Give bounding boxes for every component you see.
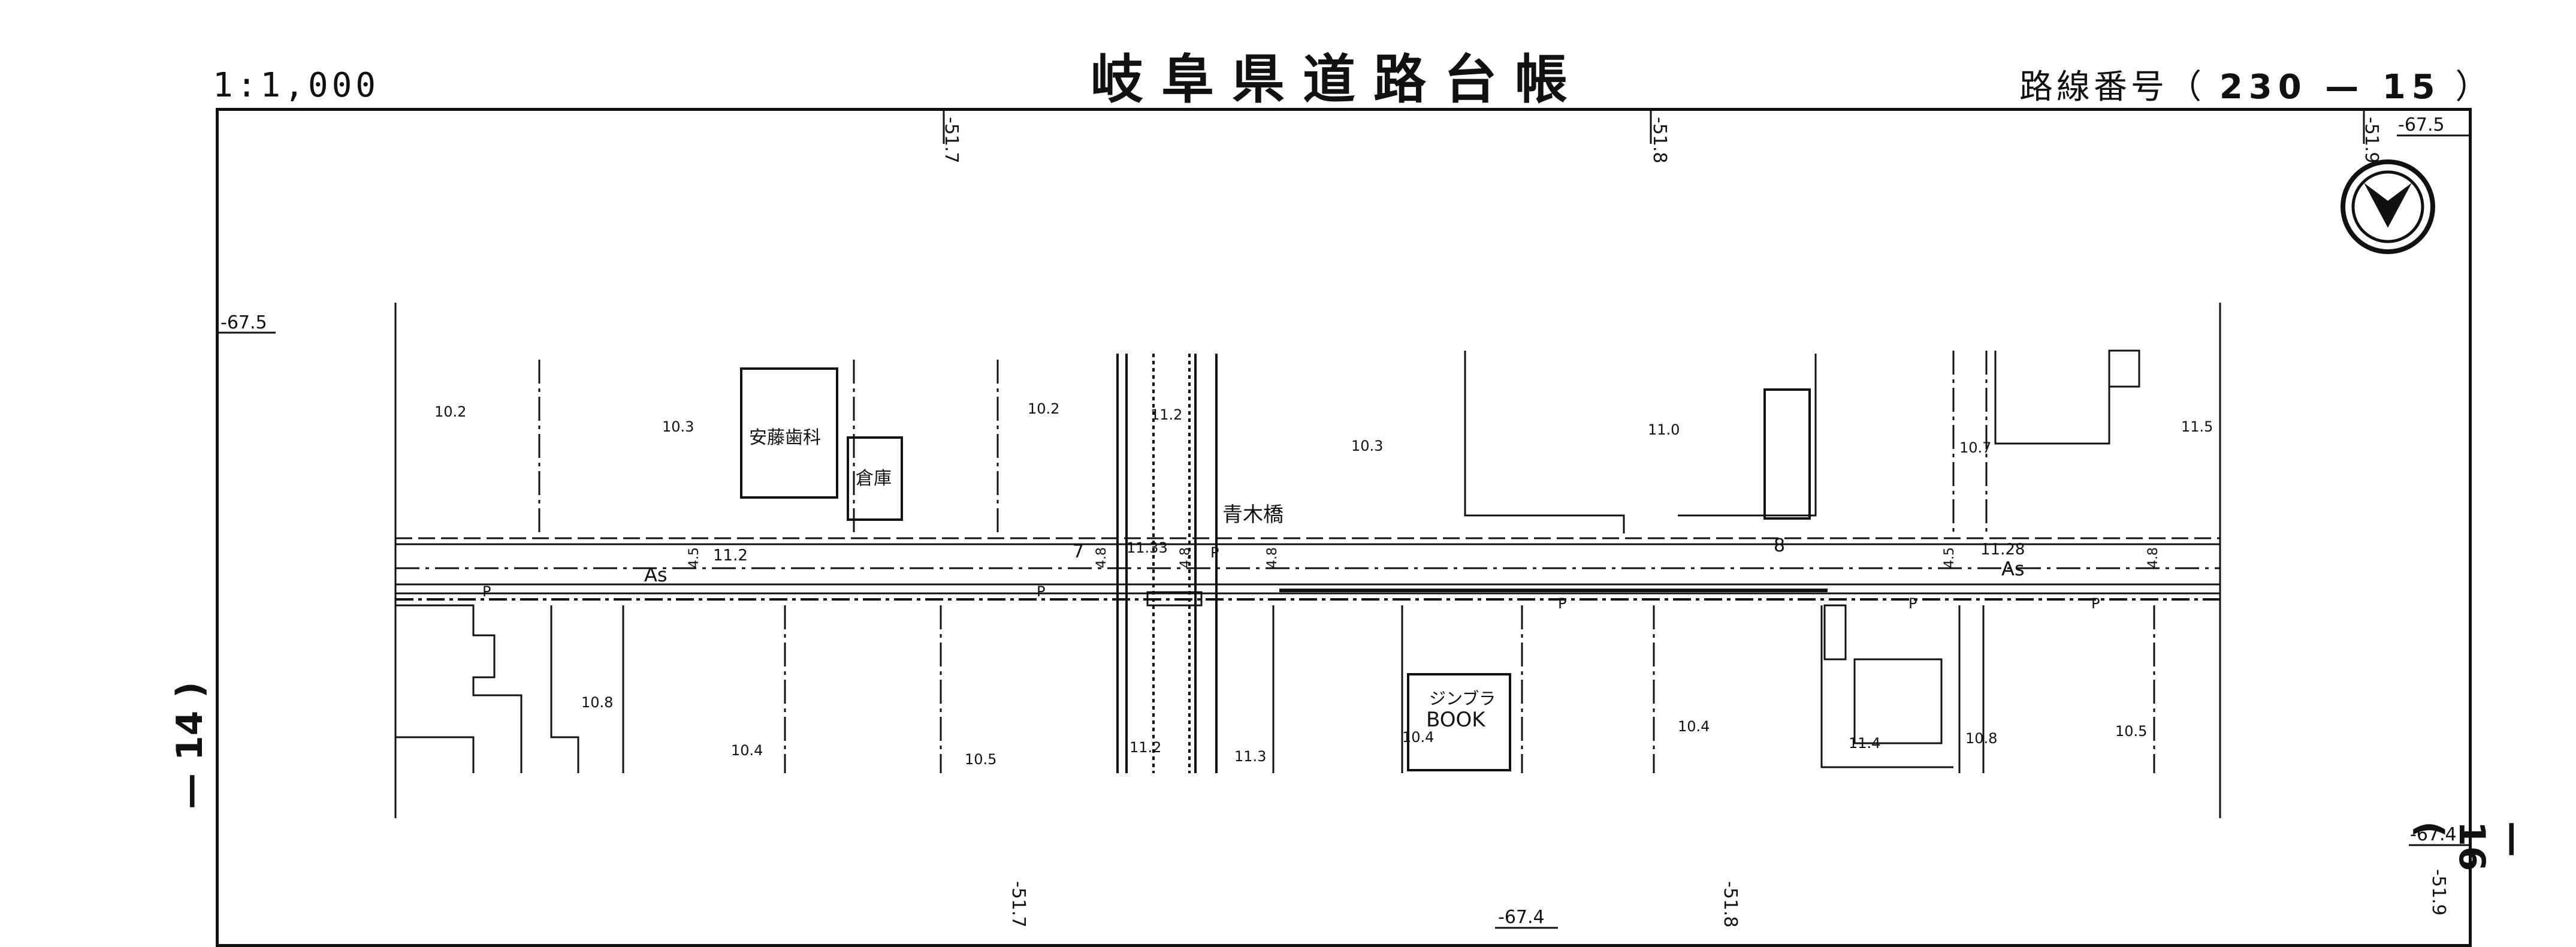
building-warehouse [847, 436, 903, 521]
grid-tick-right-bottom: -67.4 [2410, 824, 2457, 845]
grid-tick-bottom-center: -67.4 [1498, 907, 1545, 928]
parcels-north [538, 351, 1988, 533]
map-area [394, 303, 2221, 818]
route-prefix: 路線番号（ [2019, 68, 2205, 107]
label-book-2: BOOK [1426, 708, 1486, 732]
grid-tick-bottom-2: -51.8 [1720, 881, 1741, 928]
width-5: 4.5 [1942, 547, 1957, 568]
grid-tick-top-2: -51.8 [1649, 117, 1670, 164]
elev-2: 10.3 [662, 418, 694, 435]
width-6: 4.8 [2146, 547, 2161, 568]
elev-14: 10.4 [1402, 729, 1434, 746]
parcels-south [784, 605, 2155, 773]
elev-16: 11.4 [1849, 735, 1880, 752]
marker-p-3: P [1558, 595, 1566, 612]
label-warehouse: 倉庫 [856, 468, 892, 489]
marker-p-6: P [1210, 544, 1219, 561]
label-7: 7 [1073, 541, 1084, 562]
north-arrow-icon [2341, 159, 2435, 254]
elev-13: 11.3 [1234, 748, 1266, 765]
elev-10: 10.4 [731, 742, 763, 759]
label-8: 8 [1774, 535, 1785, 556]
buildings [740, 367, 1811, 771]
elev-5: 10.3 [1351, 438, 1383, 454]
elev-12: 11.2 [1130, 739, 1161, 756]
grid-tick-bottom-3: -51.9 [2428, 869, 2449, 916]
label-book-1: ジンブラ [1429, 689, 1496, 708]
route-suffix: ） [2455, 68, 2493, 107]
map-labels: 安藤歯科 倉庫 ジンブラ BOOK 青木橋 As As 11.2 11.28 1… [434, 400, 2213, 768]
map-title: 岐阜県道路台帳 [1091, 49, 1586, 110]
elev-15: 10.4 [1678, 718, 1710, 735]
label-as-1: As [644, 563, 668, 586]
marker-p-4: P [1908, 595, 1917, 612]
scale-label: 1:1,000 [213, 66, 380, 105]
label-bridge: 青木橋 [1222, 503, 1284, 527]
route-number: 路線番号（ 230 — 15 ） [2019, 60, 2492, 108]
elev-4: 11.2 [1150, 406, 1182, 423]
road [395, 537, 2220, 601]
width-2: 4.8 [1094, 547, 1109, 568]
parcels-north-solid [1464, 349, 2140, 533]
elev-11: 10.5 [965, 751, 996, 768]
width-3: 4.8 [1178, 547, 1193, 568]
building-book [1407, 673, 1511, 771]
elev-17: 10.8 [1965, 730, 1997, 747]
grid-tick-left: -67.5 [221, 312, 267, 333]
label-ando-dental: 安藤歯科 [749, 427, 821, 448]
elev-3: 10.2 [1028, 400, 1059, 417]
building-ando-dental [740, 367, 838, 499]
grid-tick-bottom-1: -51.7 [1008, 881, 1029, 928]
grid-ticks: -51.7 -51.8 -51.9 -51.7 -51.8 -51.9 -67.… [221, 114, 2457, 928]
label-as-2: As [2001, 557, 2025, 580]
elev-7: 10.7 [1959, 439, 1991, 456]
elev-8: 11.5 [2181, 418, 2213, 435]
elev-18: 10.5 [2115, 723, 2147, 740]
label-1133: 11.33 [1127, 539, 1168, 556]
elev-9: 10.8 [581, 694, 613, 711]
route-number-value: 230 — 15 [2219, 68, 2441, 107]
width-4: 4.8 [1265, 547, 1280, 568]
elev-6: 11.0 [1648, 421, 1680, 438]
parcels-south-solid [395, 604, 1985, 773]
marker-p-2: P [1037, 583, 1045, 600]
width-1: 4.5 [687, 547, 702, 568]
grid-tick-right-top: -67.5 [2398, 114, 2445, 135]
label-1128: 11.28 [1980, 541, 2025, 559]
marker-p-5: P [2091, 595, 2100, 612]
canal [1116, 354, 1218, 773]
marker-p-1: P [482, 583, 491, 600]
elev-1: 10.2 [434, 403, 466, 420]
label-112: 11.2 [713, 547, 748, 565]
